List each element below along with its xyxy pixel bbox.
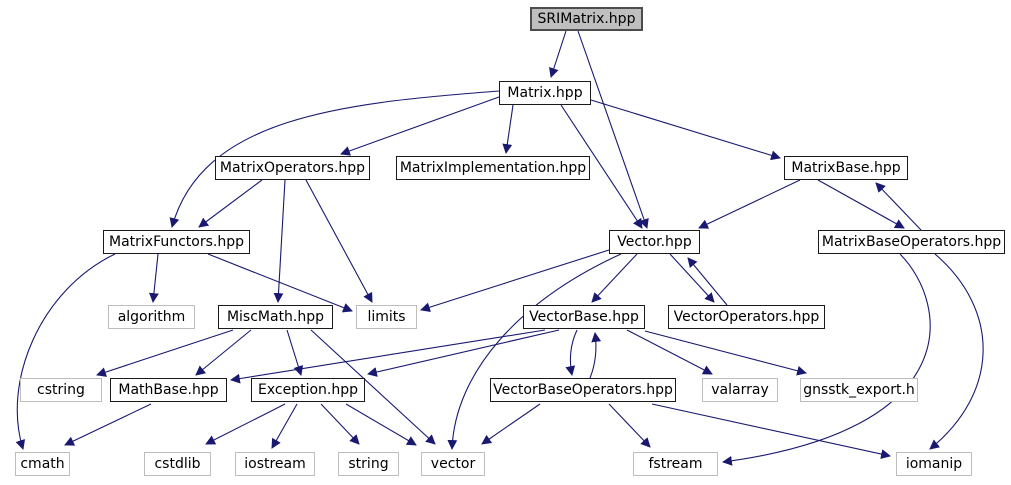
edge-vector-base-operators-hpp-to-iomanip (651, 403, 891, 459)
edge-vector-base-hpp-to-exception-hpp (367, 329, 560, 377)
edge-vector-hpp-to-vector-operators-hpp (669, 253, 715, 303)
node-vector-base-operators-hpp[interactable]: VectorBaseOperators.hpp (490, 378, 676, 402)
edge-matrix-operators-hpp-to-limits (305, 179, 373, 303)
edge-matrix-hpp-to-matrix-functors-hpp (169, 90, 500, 228)
node-exception-hpp[interactable]: Exception.hpp (251, 378, 365, 402)
edge-vector-hpp-to-limits (420, 249, 610, 313)
node-vector-hpp[interactable]: Vector.hpp (609, 230, 700, 254)
edge-vector-base-hpp-to-valarray (626, 329, 713, 375)
edge-matrix-base-hpp-to-matrix-base-operators-hpp (817, 179, 905, 229)
edge-srimatrix-hpp-to-matrix-hpp (549, 30, 567, 78)
node-gnsstk-export-h: gnsstk_export.h (800, 378, 918, 402)
edge-matrix-functors-hpp-to-limits (207, 253, 353, 313)
edge-matrix-operators-hpp-to-matrix-functors-hpp (198, 179, 263, 228)
edge-matrix-functors-hpp-to-cmath (15, 253, 116, 450)
node-matrix-functors-hpp[interactable]: MatrixFunctors.hpp (103, 230, 250, 254)
edge-vector-base-hpp-to-gnsstk-export-h (644, 330, 807, 376)
edge-vector-base-operators-hpp-to-vector (481, 403, 541, 445)
edge-exception-hpp-to-string (320, 403, 360, 445)
edge-vector-base-operators-hpp-to-fstream (608, 403, 651, 448)
edge-misc-math-hpp-to-cstring (96, 329, 234, 377)
edge-matrix-hpp-to-matrix-operators-hpp (340, 96, 500, 156)
edge-vector-hpp-to-vector (447, 253, 622, 450)
edge-matrix-hpp-to-vector-hpp (560, 104, 643, 229)
edge-vector-base-hpp-to-math-base-hpp (230, 329, 546, 384)
edge-matrix-base-operators-hpp-to-matrix-base-hpp (875, 182, 922, 231)
node-cstring: cstring (20, 378, 102, 402)
edge-vector-hpp-to-vector-base-hpp (591, 253, 638, 303)
edge-matrix-base-operators-hpp-to-fstream (722, 253, 931, 466)
edge-misc-math-hpp-to-math-base-hpp (195, 329, 252, 376)
node-math-base-hpp[interactable]: MathBase.hpp (110, 378, 227, 402)
edge-misc-math-hpp-to-exception-hpp (286, 329, 304, 376)
edge-srimatrix-hpp-to-vector-hpp (577, 30, 649, 229)
edge-misc-math-hpp-to-vector (310, 329, 436, 445)
node-string: string (338, 452, 399, 476)
node-vector: vector (421, 452, 485, 476)
node-matrix-base-hpp[interactable]: MatrixBase.hpp (784, 156, 908, 180)
edge-matrix-base-operators-hpp-to-iomanip (929, 253, 984, 450)
edge-vector-operators-hpp-to-vector-hpp (687, 257, 728, 306)
edge-math-base-hpp-to-cmath (64, 403, 152, 446)
node-cmath: cmath (15, 452, 70, 476)
node-valarray: valarray (702, 378, 778, 402)
edge-exception-hpp-to-cstdlib (205, 403, 286, 445)
node-misc-math-hpp[interactable]: MiscMath.hpp (218, 305, 333, 329)
node-cstdlib: cstdlib (144, 452, 211, 476)
node-matrix-hpp[interactable]: Matrix.hpp (499, 81, 591, 105)
node-iomanip: iomanip (896, 452, 972, 476)
edge-matrix-hpp-to-matrix-base-hpp (590, 99, 781, 161)
edge-matrix-hpp-to-matrix-implementation-hpp (502, 104, 514, 154)
edge-matrix-base-hpp-to-vector-hpp (698, 179, 801, 229)
edge-vector-base-hpp-to-vector-base-operators-hpp (565, 329, 578, 376)
node-fstream: fstream (633, 452, 718, 476)
edge-vector-base-operators-hpp-to-vector-base-hpp (589, 332, 602, 379)
node-vector-operators-hpp[interactable]: VectorOperators.hpp (668, 305, 825, 329)
node-iostream: iostream (235, 452, 315, 476)
node-srimatrix-hpp: SRIMatrix.hpp (530, 7, 643, 31)
edge-exception-hpp-to-iostream (271, 403, 298, 449)
edge-matrix-functors-hpp-to-algorithm (148, 253, 159, 303)
node-algorithm: algorithm (108, 305, 195, 329)
edge-exception-hpp-to-vector (345, 403, 417, 446)
node-matrix-operators-hpp[interactable]: MatrixOperators.hpp (215, 156, 370, 180)
edge-group (15, 30, 984, 466)
node-matrix-base-operators-hpp[interactable]: MatrixBaseOperators.hpp (818, 230, 1005, 254)
node-matrix-implementation-hpp[interactable]: MatrixImplementation.hpp (396, 156, 590, 180)
node-limits: limits (356, 305, 417, 329)
node-vector-base-hpp[interactable]: VectorBase.hpp (523, 305, 645, 329)
